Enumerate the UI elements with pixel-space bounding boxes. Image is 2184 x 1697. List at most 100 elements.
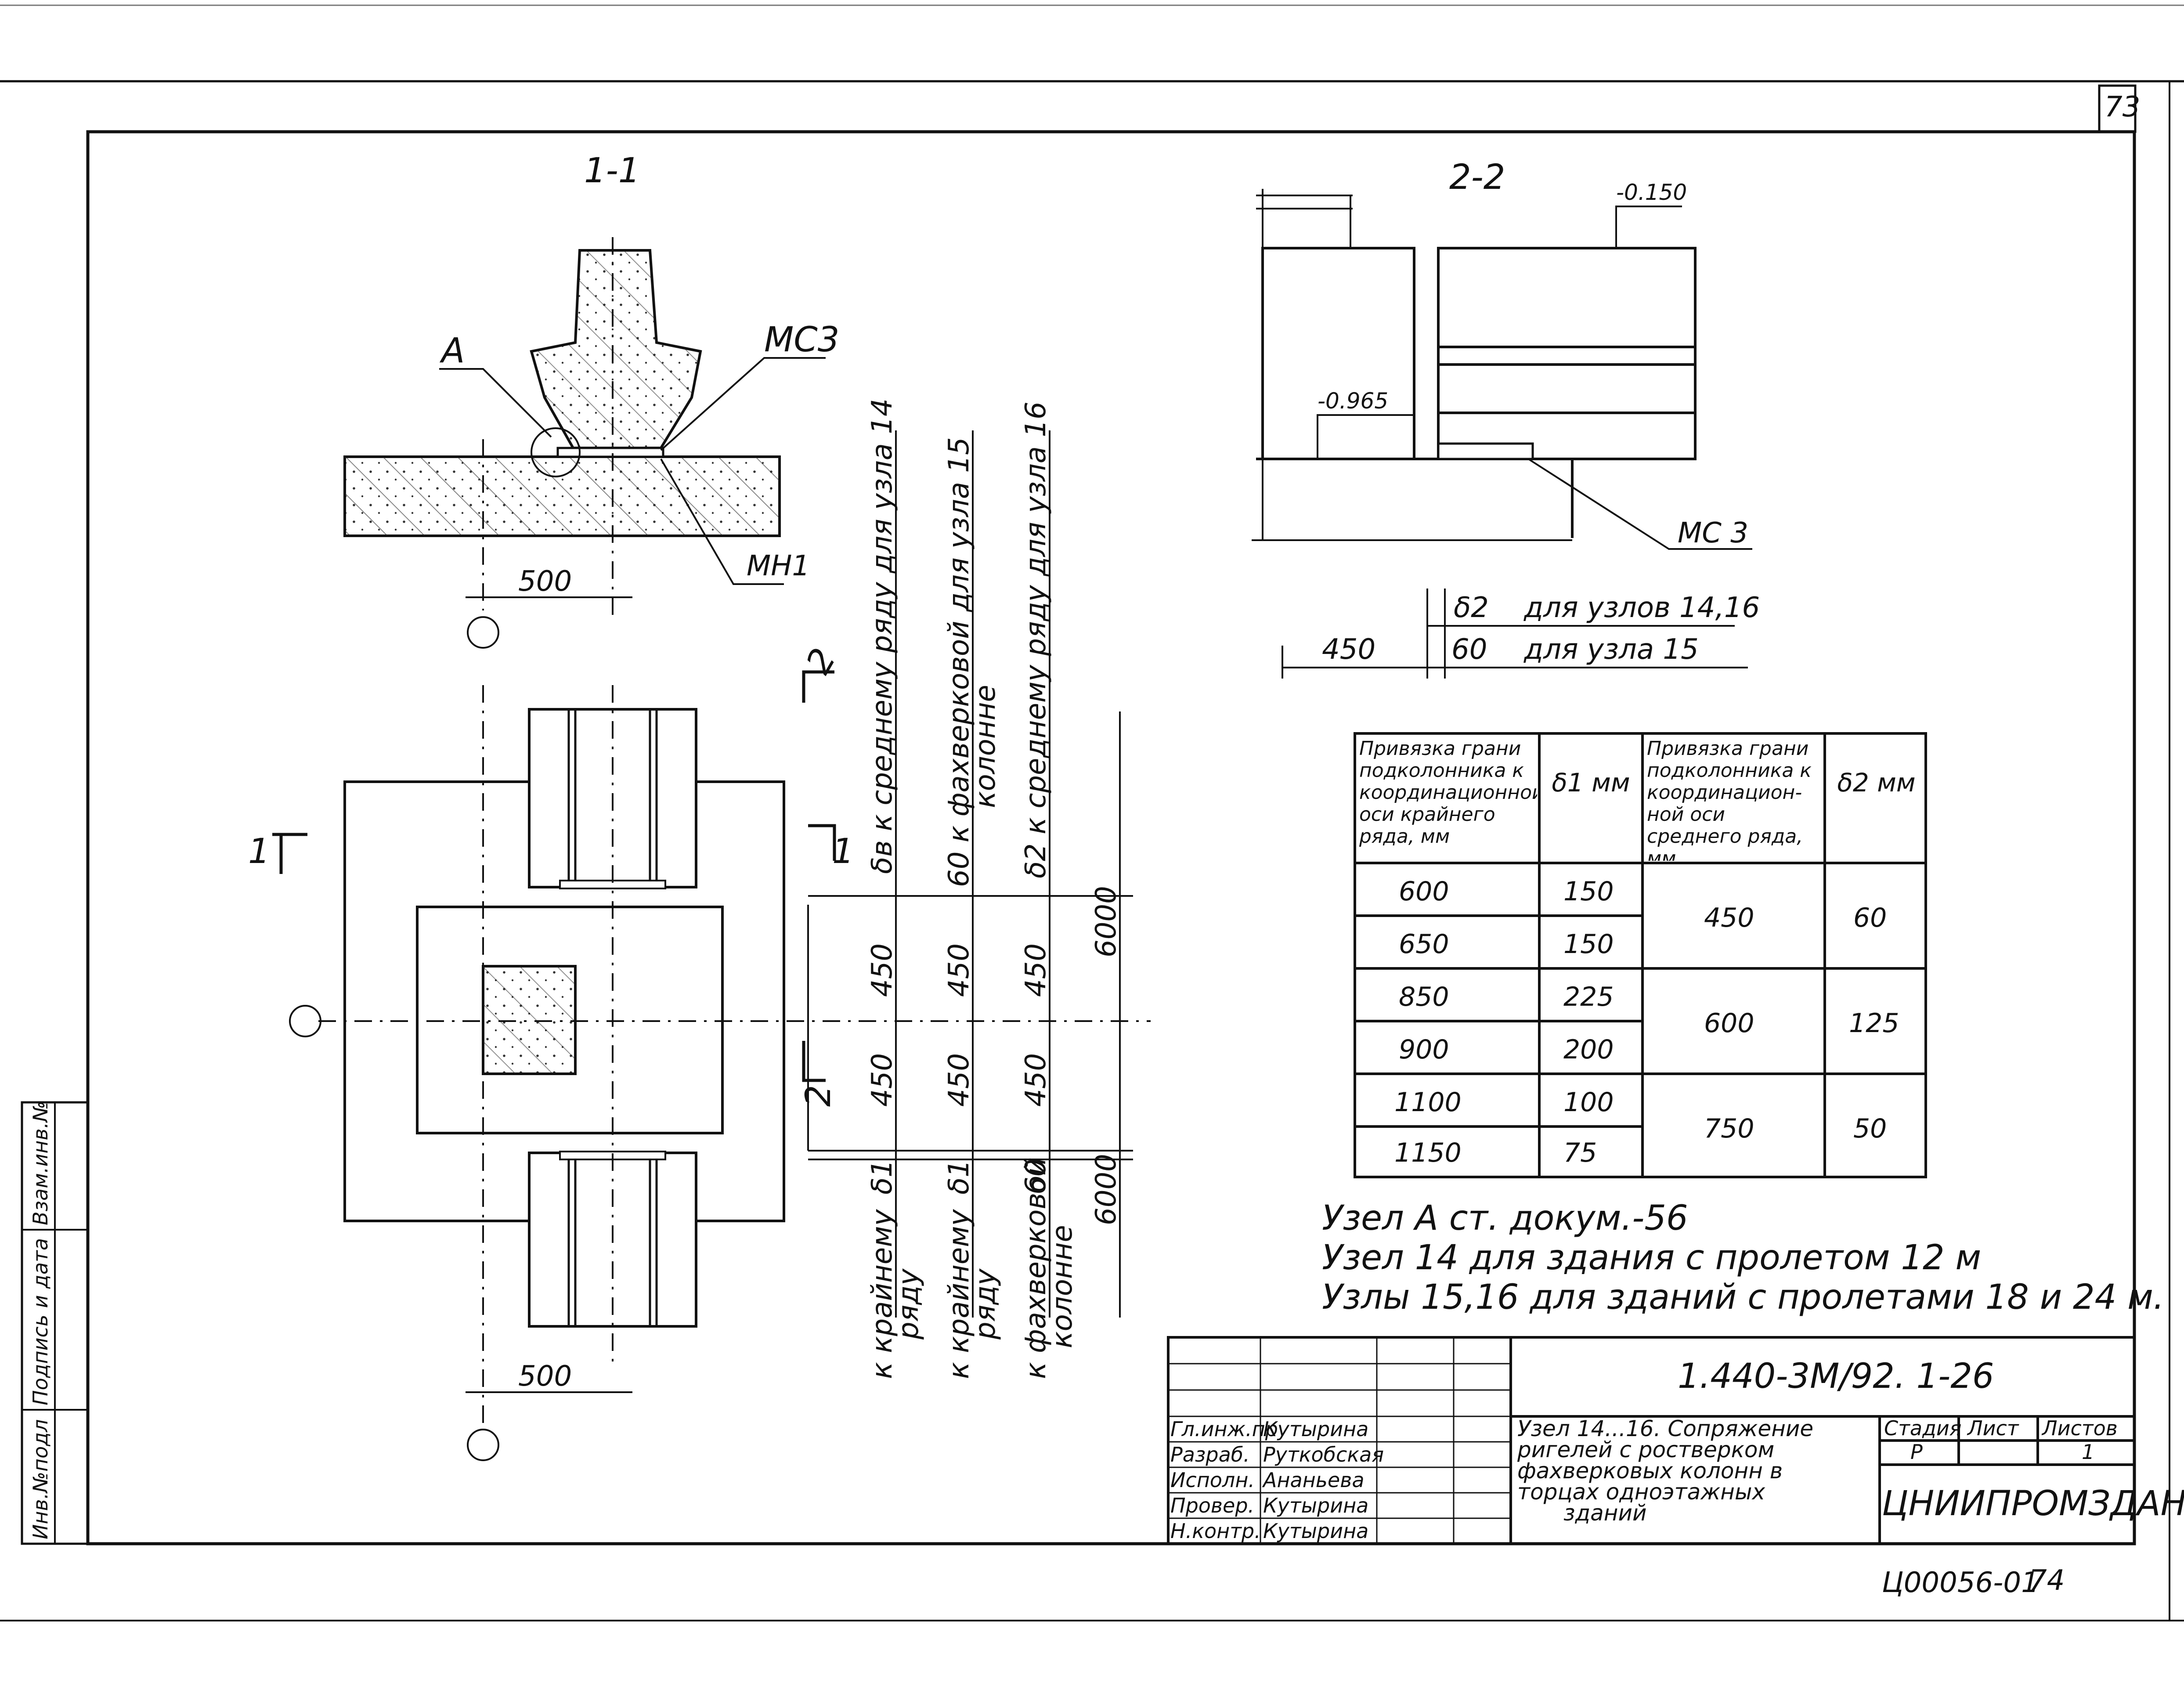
- tb-stage-label: Стадия: [1884, 1416, 1961, 1440]
- note-60-22: для узла 15: [1523, 633, 1699, 666]
- level-top: -0.150: [1616, 180, 1687, 205]
- col1-top-note: δв к среднему ряду для узла 14: [866, 398, 899, 874]
- note-2: Узел 14 для здания с пролетом 12 м: [1322, 1238, 1981, 1278]
- archive-code: Ц00056-01: [1882, 1567, 2039, 1599]
- note-1: Узел А ст. докум.-56: [1322, 1199, 1688, 1238]
- col1-bottom-a: к крайнему: [866, 1209, 899, 1379]
- table-row-4-c1: 900: [1399, 1034, 1449, 1065]
- table-header-3: Привязка грани подколонника к координаци…: [1647, 738, 1812, 861]
- note-delta2: для узлов 14,16: [1523, 592, 1760, 624]
- cut-2-bottom: 2: [799, 1085, 838, 1107]
- tb-doc-code: 1.440-3М/92. 1-26: [1678, 1357, 1994, 1396]
- dim-500-top: 500: [518, 565, 572, 598]
- col2-top-note-b: колонне: [969, 685, 1002, 808]
- cut-1-left: 1: [248, 832, 270, 871]
- col3-bottom-a: к фахверковой: [1020, 1157, 1052, 1379]
- tb-sheet-label: Лист: [1967, 1416, 2019, 1440]
- table-merged-2-d2: 125: [1849, 1008, 1899, 1039]
- tb-sheets-label: Листов: [2041, 1416, 2118, 1440]
- tb-role-3: Исполн.: [1170, 1468, 1255, 1492]
- table-row-3-c2: 225: [1563, 982, 1614, 1012]
- table-row-5-c2: 100: [1563, 1087, 1614, 1118]
- col2-bottom-a: к крайнему: [943, 1209, 975, 1379]
- dim-6000-top: 6000: [1090, 886, 1123, 957]
- section-2-2-title: 2-2: [1449, 158, 1505, 197]
- side-stamp-sign: Подпись и дата: [29, 1238, 52, 1405]
- table-merged-1-mid: 450: [1704, 903, 1754, 933]
- level-bottom: -0.965: [1318, 388, 1388, 414]
- anchor-table: Привязка грани подколонника к координаци…: [1354, 732, 1927, 1178]
- table-header-1: Привязка грани подколонника к координаци…: [1359, 738, 1537, 848]
- table-row-2-c2: 150: [1563, 929, 1614, 960]
- tb-name-3: Ананьева: [1262, 1468, 1365, 1492]
- side-stamp-vzam: Взам.инв.№: [29, 1101, 52, 1225]
- dim-60-col3: 60: [1020, 1159, 1052, 1195]
- table-merged-3-d2: 50: [1853, 1113, 1887, 1144]
- tb-name-5: Кутырина: [1263, 1519, 1368, 1543]
- tb-sheets: 1: [2082, 1440, 2094, 1464]
- axis-bubble-top: [467, 616, 499, 649]
- axis-bubble-left: [289, 1005, 321, 1037]
- notes: Узел А ст. докум.-56 Узел 14 для здания …: [1322, 1199, 2164, 1317]
- col2-bottom-b: ряду: [969, 1268, 1002, 1340]
- table-merged-1-d2: 60: [1853, 903, 1887, 933]
- table-row-6-c1: 1150: [1394, 1137, 1462, 1168]
- section-1-1-title: 1-1: [584, 151, 640, 191]
- label-a: А: [439, 331, 465, 371]
- tb-title-2: ригелей с ростверком: [1517, 1437, 1774, 1462]
- dim-450-1b: 450: [866, 1053, 899, 1107]
- label-mc3-2: МС 3: [1678, 517, 1748, 549]
- dim-450-2a: 450: [943, 943, 975, 997]
- plan-view: 500 1 1 2 2 δв к среднему ряду для узла …: [248, 398, 1151, 1461]
- node-a-circle: [531, 427, 581, 477]
- tb-role-2: Разраб.: [1170, 1443, 1250, 1466]
- table-row-1-c2: 150: [1563, 876, 1614, 907]
- section-1-1: 1-1 А МС3 МН1 500: [343, 151, 839, 649]
- dim-450-3b: 450: [1020, 1053, 1052, 1107]
- table-row-6-c2: 75: [1563, 1137, 1597, 1168]
- tb-org: ЦНИИПРОМЗДАНИЙ: [1882, 1483, 2184, 1524]
- cut-2-top: 2: [799, 642, 844, 681]
- table-merged-3-mid: 750: [1704, 1113, 1754, 1144]
- dim-450-1a: 450: [866, 943, 899, 997]
- table-merged-2-mid: 600: [1704, 1008, 1754, 1039]
- section-2-2: 2-2 -0.150 -0.965 МС 3 δ2: [1252, 158, 1760, 679]
- col2-top-note: 60 к фахверковой для узла 15: [943, 437, 975, 887]
- dim-450-2b: 450: [943, 1053, 975, 1107]
- column-notes: δв к среднему ряду для узла 14 60 к фахв…: [866, 398, 1123, 1379]
- dim-60-22: 60: [1451, 633, 1487, 666]
- label-mc3: МС3: [764, 320, 839, 360]
- dim-500-bottom: 500: [518, 1360, 572, 1393]
- tb-role-1: Гл.инж.пр: [1170, 1417, 1278, 1441]
- tb-role-5: Н.контр.: [1170, 1519, 1261, 1543]
- side-stamp-inv: Инв.№подл: [29, 1419, 52, 1539]
- table-row-1-c1: 600: [1399, 876, 1449, 907]
- tb-name-2: Руткобская: [1263, 1443, 1384, 1466]
- col3-top-note: δ2 к среднему ряду для узла 16: [1020, 401, 1052, 878]
- title-block: Гл.инж.пр Разраб. Исполн. Провер. Н.конт…: [1167, 1336, 2184, 1545]
- delta1-2: δ1: [943, 1159, 975, 1195]
- dim-6000-bottom: 6000: [1090, 1154, 1123, 1225]
- tb-title-5: зданий: [1563, 1500, 1646, 1526]
- tb-name-4: Кутырина: [1263, 1494, 1368, 1517]
- label-delta2: δ2: [1454, 592, 1489, 624]
- table-row-5-c1: 1100: [1394, 1087, 1462, 1118]
- table-row-3-c1: 850: [1399, 982, 1449, 1012]
- table-header-2: δ1 мм: [1552, 769, 1630, 798]
- dim-450-22: 450: [1322, 633, 1375, 666]
- tb-stage: Р: [1910, 1440, 1923, 1464]
- dimension-chain: [807, 430, 1133, 1318]
- tb-title-3: фахверковых колонн в: [1517, 1458, 1783, 1484]
- cut-1-right: 1: [832, 832, 854, 871]
- side-stamp: Инв.№подл Подпись и дата Взам.инв.№: [21, 1101, 89, 1545]
- tb-title-4: торцах одноэтажных: [1517, 1479, 1765, 1505]
- label-mn1: МН1: [747, 550, 810, 582]
- page-number-box: 73: [2098, 84, 2140, 133]
- base-plate: [556, 447, 664, 458]
- note-3: Узлы 15,16 для зданий с пролетами 18 и 2…: [1322, 1278, 2164, 1317]
- tb-role-4: Провер.: [1170, 1494, 1254, 1517]
- delta1-1: δ1: [866, 1159, 899, 1195]
- table-row-2-c1: 650: [1399, 929, 1449, 960]
- frame: [86, 130, 2136, 1545]
